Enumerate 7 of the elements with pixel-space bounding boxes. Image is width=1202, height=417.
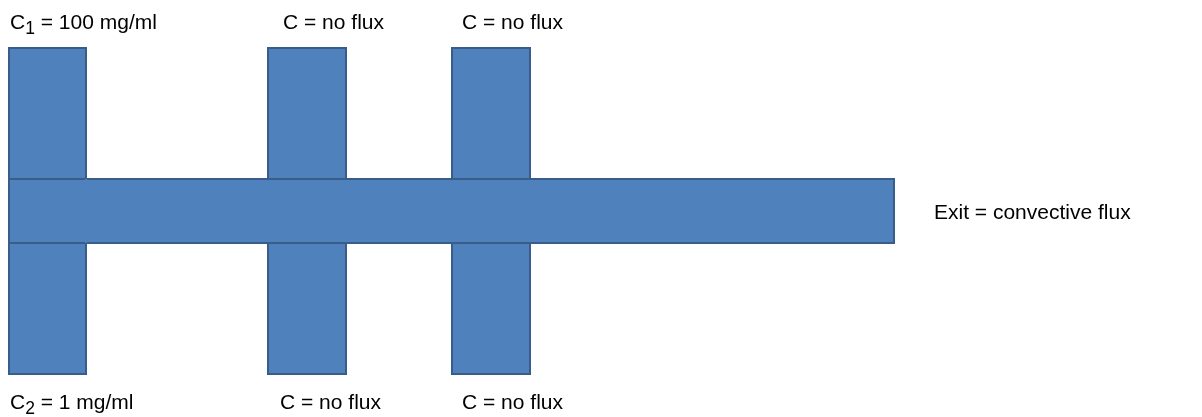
boundary-label: C = no flux: [462, 10, 563, 34]
boundary-label: C = no flux: [283, 10, 384, 34]
concentration-label: C$_{1}$ = 100 mg/ml: [10, 10, 157, 41]
boundary-label: C = no flux: [462, 390, 563, 414]
concentration-label: C$_{2}$ = 1 mg/ml: [10, 390, 134, 417]
boundary-label: C = no flux: [280, 390, 381, 414]
exit-label: Exit = convective flux: [934, 200, 1131, 224]
